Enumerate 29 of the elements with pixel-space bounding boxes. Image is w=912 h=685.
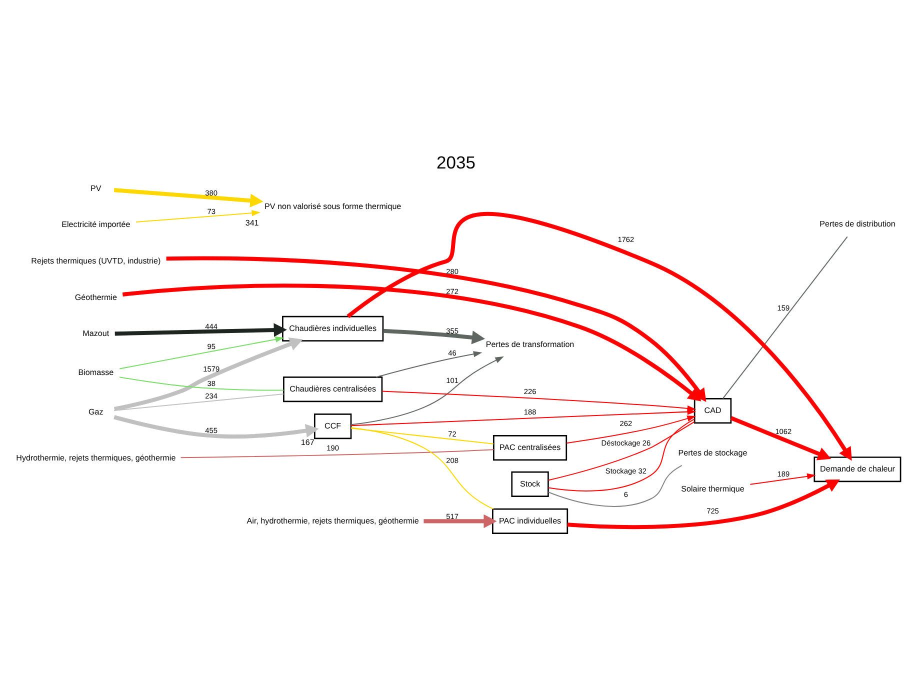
edge-label: 1762 [618,234,634,244]
edge-label: 272 [446,287,458,296]
edge-label: 208 [446,456,458,466]
edge-label: 6 [624,490,628,499]
edge-label: 355 [446,326,458,336]
edge-label: 189 [777,470,790,479]
edge-label: 234 [205,392,218,401]
edge-label: 159 [777,303,790,312]
edge-label: 1579 [203,364,220,374]
edge-label: 262 [620,419,632,428]
edge-label: 73 [207,207,216,216]
edge-label: 38 [207,378,216,388]
edge-label: 101 [446,376,458,386]
edge-label: 95 [207,342,216,351]
edge-label: Déstockage 26 [601,438,651,448]
edge-label: 280 [446,267,458,276]
edge-label: 1062 [775,427,792,436]
edge-label: 517 [446,512,458,522]
edge-label: 46 [448,348,456,358]
edge-label: 725 [706,506,719,516]
edge-label: 455 [205,426,218,435]
edge-label: 72 [448,429,456,438]
edge-label: 444 [205,322,218,332]
diagram-title: 2035 [436,152,476,172]
edge-label: 188 [524,408,536,417]
edge-label: 380 [205,188,218,198]
edge-label: Stockage 32 [605,466,646,476]
edge-label: 190 [326,443,340,452]
edge-label: 226 [524,386,536,396]
